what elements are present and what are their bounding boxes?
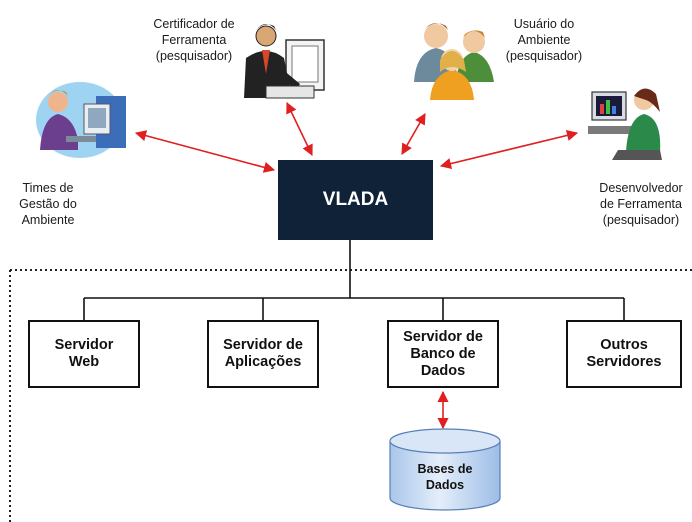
outros-servidores-box: Outros Servidores	[566, 320, 682, 388]
database-label: Bases de Dados	[390, 461, 500, 493]
servidor-aplicacoes-box: Servidor de Aplicações	[207, 320, 319, 388]
certificador-label: Certificador de Ferramenta (pesquisador)	[139, 16, 249, 64]
usuario-label: Usuário do Ambiente (pesquisador)	[494, 16, 594, 64]
times-line-3: Ambiente	[21, 213, 75, 227]
desenvolvedor-line-1: Desenvolvedor	[599, 181, 683, 195]
database-line-2: Dados	[425, 478, 465, 492]
servidor-web-line-2: Web	[68, 354, 100, 370]
arrow-certificador-vlada	[286, 101, 313, 157]
servidor-banco-line-1: Servidor de	[403, 328, 483, 345]
desenvolvedor-label: Desenvolvedor de Ferramenta (pesquisador…	[592, 180, 690, 228]
servidor-banco-line-2: Banco de	[410, 345, 476, 362]
usuario-line-2: Ambiente	[517, 33, 571, 47]
arrow-desenvolvedor-vlada	[439, 129, 579, 170]
certificador-line-3: (pesquisador)	[155, 49, 233, 63]
outros-servidores-line-1: Outros	[600, 337, 648, 353]
arrow-times-vlada	[134, 130, 276, 173]
times-line-1: Times de	[22, 181, 74, 195]
servidor-banco-line-3: Dados	[420, 362, 466, 379]
servidor-aplicacoes-line-1: Servidor de	[223, 337, 303, 353]
times-label: Times de Gestão do Ambiente	[8, 180, 88, 228]
vlada-label: VLADA	[322, 189, 389, 210]
database-cylinder	[389, 428, 501, 511]
usuario-line-3: (pesquisador)	[505, 49, 583, 63]
vlada-node: VLADA	[278, 160, 433, 240]
arrow-usuario-vlada	[401, 113, 426, 155]
desenvolvedor-line-2: de Ferramenta	[600, 197, 682, 211]
database-line-1: Bases de	[417, 462, 473, 476]
usuario-line-1: Usuário do	[513, 17, 575, 31]
group-users-icon	[414, 23, 494, 100]
times-line-2: Gestão do	[19, 197, 77, 211]
desenvolvedor-line-3: (pesquisador)	[602, 213, 680, 227]
servidor-banco-box: Servidor de Banco de Dados	[387, 320, 499, 388]
certificador-line-2: Ferramenta	[161, 33, 227, 47]
servidor-aplicacoes-line-2: Aplicações	[224, 354, 302, 370]
servidor-web-box: Servidor Web	[28, 320, 140, 388]
servidor-web-line-1: Servidor	[54, 337, 114, 353]
woman-computer-icon	[588, 88, 662, 160]
teacher-computer-icon	[36, 82, 126, 158]
businessman-computer-icon	[244, 24, 325, 99]
certificador-line-1: Certificador de	[153, 17, 235, 31]
outros-servidores-line-2: Servidores	[586, 354, 662, 370]
